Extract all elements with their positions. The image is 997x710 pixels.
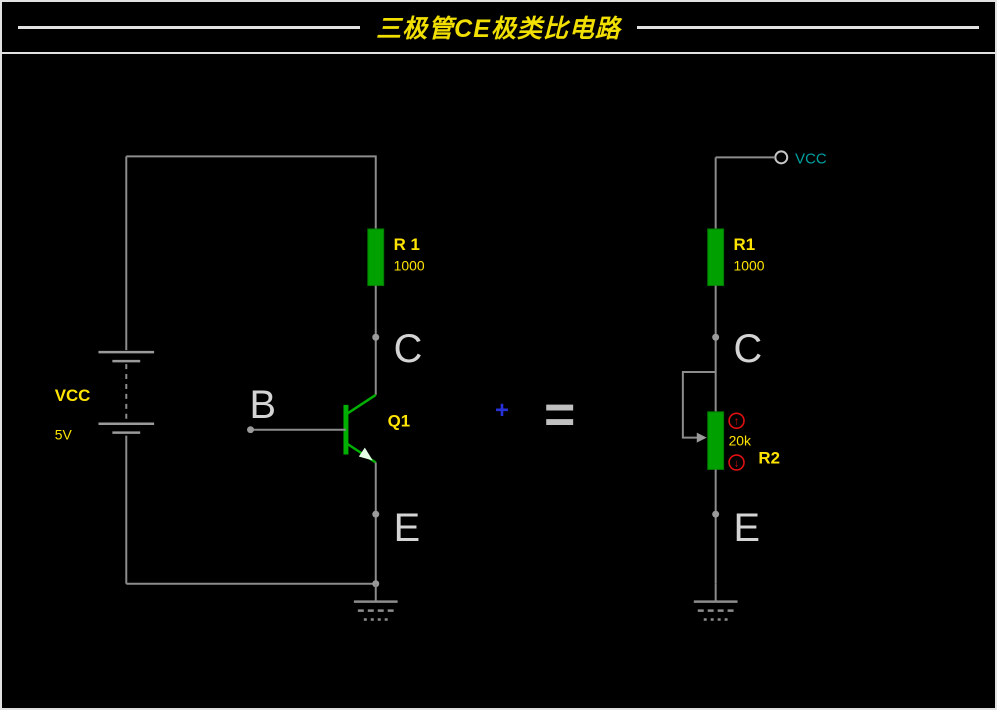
up-arrow-icon: ↑ <box>734 416 739 428</box>
wiper-wire <box>681 371 716 439</box>
transistor-q1[interactable] <box>343 393 377 464</box>
node-e-letter-left: E <box>394 506 421 550</box>
resistor-r2-body[interactable] <box>707 411 725 470</box>
r2-decrease-button[interactable]: ↓ <box>728 454 745 471</box>
page-title: 三极管CE极类比电路 <box>376 15 621 43</box>
title-bar: 三极管CE极类比电路 <box>2 2 995 54</box>
ground-icon-right[interactable] <box>693 583 738 621</box>
wiper-arrow-icon <box>696 432 707 443</box>
potentiometer-r2[interactable] <box>681 371 725 470</box>
down-arrow-circle-icon <box>728 454 745 471</box>
r1-right-value: 1000 <box>734 258 765 274</box>
r2-increase-button[interactable]: ↑ <box>728 412 745 429</box>
node-c-dot-right <box>712 333 720 341</box>
r1-left-value: 1000 <box>394 258 425 274</box>
node-c-dot-left <box>372 333 380 341</box>
node-e-letter-right: E <box>734 506 761 550</box>
q1-label: Q1 <box>388 412 411 431</box>
resistor-r1-left[interactable] <box>367 228 385 287</box>
title-divider-right <box>636 25 980 29</box>
wire-top-left[interactable] <box>126 155 377 229</box>
battery-vcc[interactable] <box>98 156 155 584</box>
equals-sign: = <box>544 385 575 445</box>
r1-right-label: R1 <box>734 235 756 254</box>
node-c-letter-right: C <box>734 327 763 371</box>
resistor-r1-right[interactable] <box>707 228 725 287</box>
r2-value: 20k <box>729 433 751 449</box>
vcc-terminal-icon[interactable] <box>774 150 789 165</box>
right-circuit: VCC R1 1000 C ↑ 20k <box>681 150 827 621</box>
title-divider-left <box>18 25 361 29</box>
node-e-dot-left <box>372 510 380 518</box>
node-b-letter: B <box>250 383 277 427</box>
middle-symbols: + = <box>495 385 575 445</box>
left-circuit: VCC 5V R 1 1000 C Q1 B <box>55 155 425 621</box>
r2-label: R2 <box>758 448 780 467</box>
node-e-dot-right <box>712 510 720 518</box>
r1-left-label: R 1 <box>394 235 420 254</box>
vcc-terminal-label: VCC <box>795 151 827 167</box>
ground-icon-left[interactable] <box>353 583 398 621</box>
circuit-canvas[interactable]: VCC 5V R 1 1000 C Q1 B <box>2 54 995 706</box>
up-arrow-circle-icon <box>728 412 745 429</box>
node-b-dot <box>247 426 254 434</box>
down-arrow-icon: ↓ <box>734 457 739 469</box>
battery-value: 5V <box>55 427 73 443</box>
transistor-emitter-arrow-icon <box>358 447 373 461</box>
battery-label: VCC <box>55 386 91 405</box>
plus-marker: + <box>495 397 509 424</box>
transistor-collector-lead <box>346 393 377 415</box>
node-c-letter-left: C <box>394 327 423 371</box>
